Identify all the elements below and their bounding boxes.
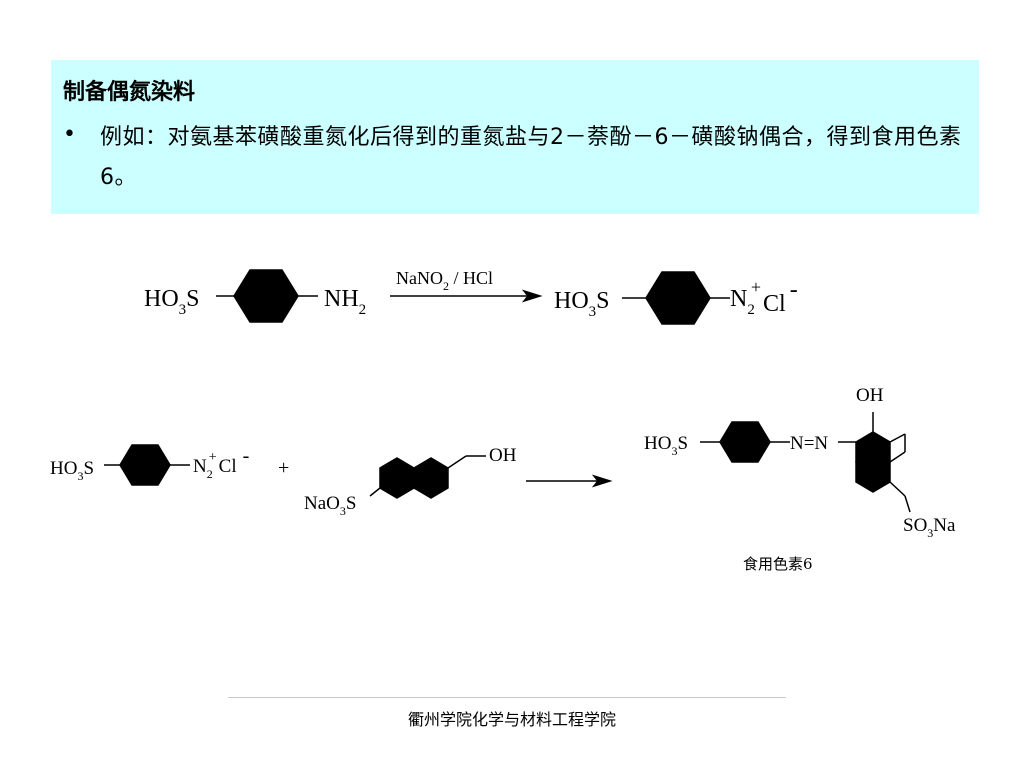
plus-sign: + [278,457,289,479]
naphthalene-ring [379,457,449,499]
bond-line [447,455,467,469]
benzene-ring [233,269,299,323]
ho3s-label: HO3S [50,458,94,483]
benzene-ring [645,271,711,325]
product-caption: 食用色素6 [743,555,813,573]
ho3s-label: HO3S [144,286,200,318]
oh-label: OH [856,385,884,406]
naphthalene-ring [855,431,906,493]
ho3s-label: HO3S [554,288,610,320]
bond-line [904,495,911,513]
footer-institution: 衢州学院化学与材料工程学院 [407,710,616,729]
azo-label: N=N [790,433,828,454]
nao3s-label: NaO3S [304,493,356,518]
benzene-ring [719,421,771,463]
bullet-text: 例如：对氨基苯磺酸重氮化后得到的重氮盐与2－萘酚－6－磺酸钠偶合，得到食用色素6… [100,125,962,190]
arrow-head [591,474,613,488]
bullet-marker: • [63,122,76,147]
oh-label: OH [489,445,517,466]
bond-line [889,481,906,497]
footer-divider [228,697,786,698]
reagent-label: NaNO2 / HCl [396,268,493,293]
highlight-box: 制备偶氮染料 • 例如：对氨基苯磺酸重氮化后得到的重氮盐与2－萘酚－6－磺酸钠偶… [51,60,979,214]
benzene-ring [119,444,171,486]
so3na-label: SO3Na [903,515,956,540]
bond-line [369,487,381,497]
amine-label: NH2 [324,286,366,318]
slide-title: 制备偶氮染料 [63,80,196,105]
arrow-head [521,289,543,303]
diazonium-label: N2+Cl- [730,277,798,318]
ho3s-label: HO3S [644,433,688,458]
diazonium-label: N2+Cl- [193,445,249,481]
